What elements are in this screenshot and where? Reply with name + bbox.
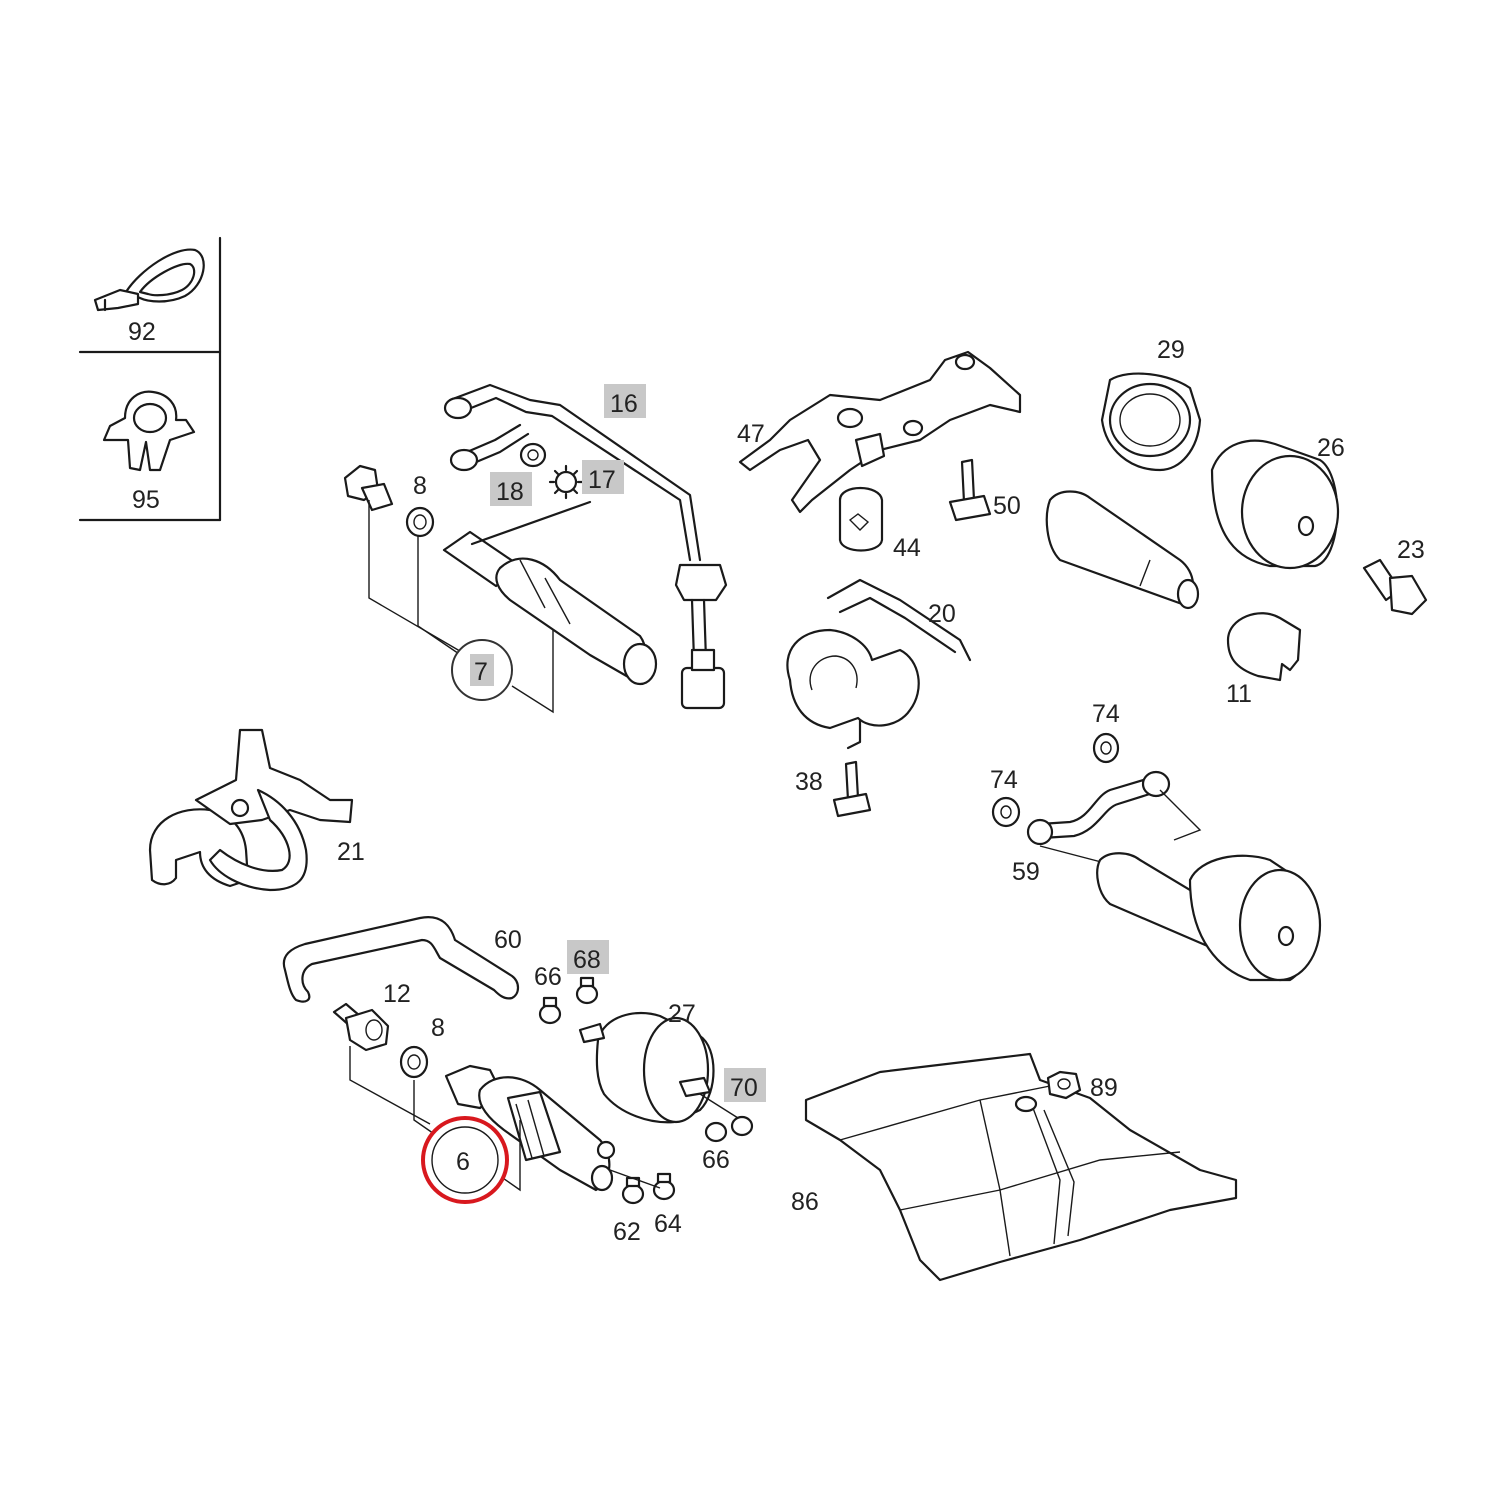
callout-29[interactable]: 29 [1157, 336, 1185, 364]
callout-16[interactable]: 16 [610, 390, 638, 418]
seal-ring-part[interactable] [405, 506, 435, 538]
seal-ring-lower-part[interactable] [399, 1045, 429, 1079]
star-washer-part[interactable] [548, 464, 584, 500]
callout-23[interactable]: 23 [1397, 536, 1425, 564]
clamp-64-part[interactable] [609, 1169, 676, 1201]
callout-26[interactable]: 26 [1317, 434, 1345, 462]
callout-38[interactable]: 38 [795, 768, 823, 796]
fuel-filter-housing-part[interactable] [1210, 439, 1340, 570]
banjo-bolt-12-part[interactable] [332, 1002, 390, 1052]
cable-tie-part[interactable] [93, 248, 205, 312]
cover-plate-part[interactable] [804, 1052, 1238, 1282]
washer-74-upper-part[interactable] [1092, 732, 1120, 764]
fuel-line-part[interactable] [443, 383, 728, 710]
ring-clamp-part[interactable] [1100, 372, 1202, 472]
bolt-23-part[interactable] [1362, 558, 1428, 616]
callout-8-upper[interactable]: 8 [413, 472, 427, 500]
clamp-66-upper-part[interactable] [538, 996, 562, 1025]
return-pipe-part[interactable] [1026, 770, 1171, 846]
callout-62[interactable]: 62 [613, 1218, 641, 1246]
callout-70-bg [724, 1068, 766, 1102]
mounting-bracket-part[interactable] [738, 350, 1022, 514]
fuel-pump-6-part[interactable] [444, 1064, 616, 1192]
callout-68[interactable]: 68 [573, 946, 601, 974]
callout-17-bg [582, 460, 624, 494]
callout-68-bg [567, 940, 609, 974]
hose-clip-part[interactable] [102, 390, 196, 472]
legend-panel [78, 236, 222, 522]
callout-17[interactable]: 17 [588, 466, 616, 494]
callout-89[interactable]: 89 [1090, 1074, 1118, 1102]
callout-18-bg [490, 472, 532, 506]
callout-44[interactable]: 44 [893, 534, 921, 562]
callout-11[interactable]: 11 [1226, 680, 1252, 708]
callout-6-inner-ring [431, 1126, 499, 1194]
callout-8-lower[interactable]: 8 [431, 1014, 445, 1042]
callout-7[interactable]: 7 [474, 658, 488, 686]
callout-60[interactable]: 60 [494, 926, 522, 954]
bolt-38-part[interactable] [832, 760, 872, 818]
filter-27-part[interactable] [578, 1012, 715, 1124]
callout-86[interactable]: 86 [791, 1188, 819, 1216]
clamp-62-part[interactable] [621, 1176, 645, 1205]
callout-59[interactable]: 59 [1012, 858, 1040, 886]
callout-95[interactable]: 95 [132, 486, 160, 514]
callout-66-lower[interactable]: 66 [702, 1146, 730, 1174]
assembled-pump-part[interactable] [1039, 789, 1322, 982]
callout-18[interactable]: 18 [496, 478, 524, 506]
rubber-mount-part[interactable] [838, 487, 884, 552]
nut-part[interactable] [519, 442, 547, 468]
callout-50[interactable]: 50 [993, 492, 1021, 520]
callout-16-bg [604, 384, 646, 418]
clamp-68-part[interactable] [575, 976, 599, 1005]
callout-20[interactable]: 20 [928, 600, 956, 628]
bolt-50-part[interactable] [948, 458, 992, 522]
callout-92[interactable]: 92 [128, 318, 156, 346]
selected-callout-6-ring[interactable] [421, 1116, 509, 1204]
pump-unit-part[interactable] [1045, 490, 1200, 610]
strap-bracket-part[interactable] [786, 578, 972, 750]
callout-64[interactable]: 64 [654, 1210, 682, 1238]
callout-21[interactable]: 21 [337, 838, 365, 866]
callout-6[interactable]: 6 [456, 1148, 470, 1176]
callout-12[interactable]: 12 [383, 980, 411, 1008]
pump-clamp-part[interactable] [148, 728, 354, 892]
callout-66-upper[interactable]: 66 [534, 963, 562, 991]
callout-7-bg [470, 654, 494, 686]
fuel-pump-part[interactable] [442, 500, 658, 686]
callout-74-upper[interactable]: 74 [1092, 700, 1120, 728]
nut-89-part[interactable] [1046, 1070, 1082, 1100]
callout-7-leaders [368, 500, 554, 714]
washer-74-lower-part[interactable] [991, 796, 1021, 828]
callout-27[interactable]: 27 [668, 1000, 696, 1028]
clamp-70-part[interactable] [699, 1093, 754, 1143]
callout-47[interactable]: 47 [737, 420, 765, 448]
hose-part[interactable] [282, 916, 520, 1003]
callout-74-lower[interactable]: 74 [990, 766, 1018, 794]
callout-70[interactable]: 70 [730, 1074, 758, 1102]
sleeve-part[interactable] [1226, 612, 1302, 682]
